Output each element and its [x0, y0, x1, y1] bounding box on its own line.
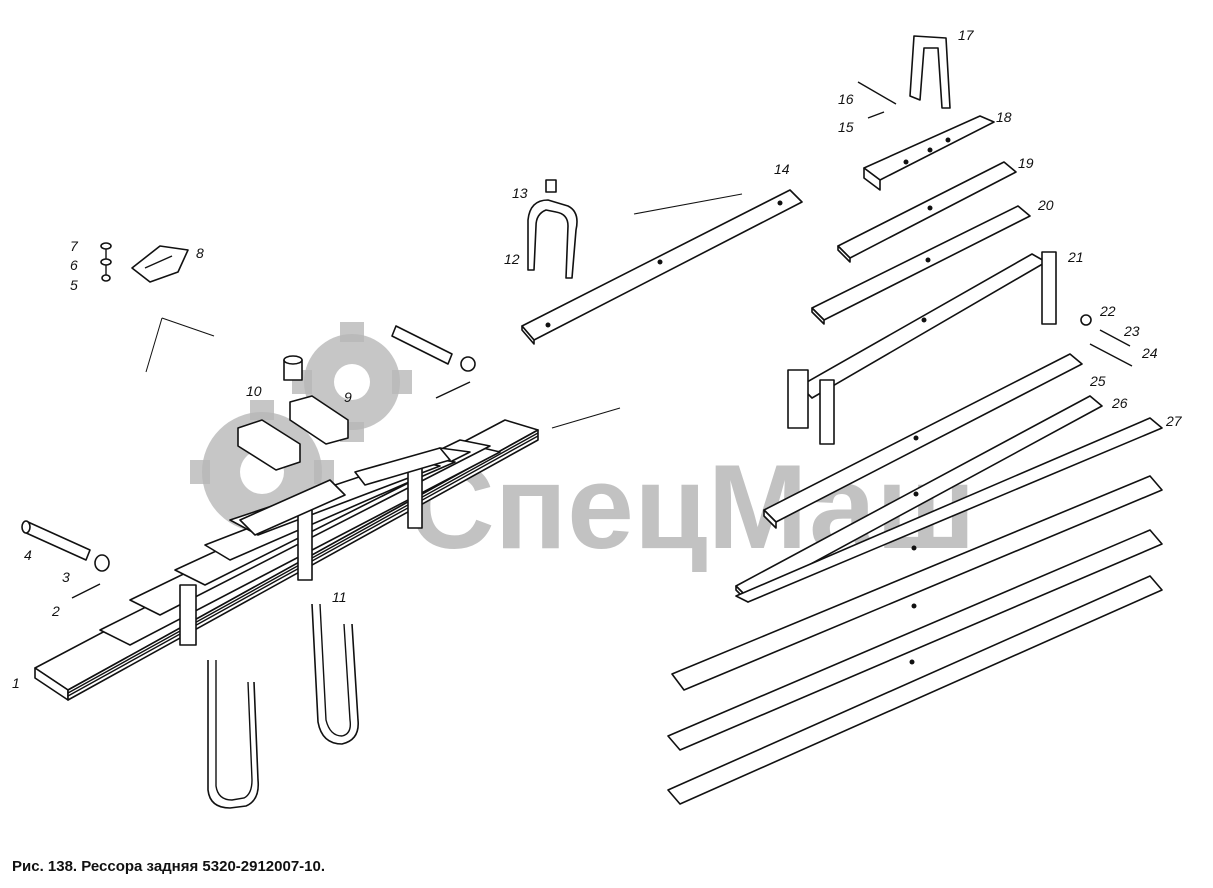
- clamp-17: [909, 35, 951, 109]
- spring-pin: [21, 520, 91, 561]
- washer: [94, 554, 110, 572]
- label-7: 7: [70, 238, 79, 254]
- cotter-pin: [71, 583, 101, 599]
- bolt-5-6-7: [100, 242, 112, 282]
- label-5: 5: [70, 277, 78, 293]
- leaf-19: [837, 161, 1017, 263]
- label-25: 25: [1089, 373, 1106, 389]
- watermark-gear-hole: [334, 364, 370, 400]
- arrow: [551, 407, 621, 429]
- label-15: 15: [838, 119, 854, 135]
- arrow: [145, 317, 163, 373]
- label-23: 23: [1123, 323, 1140, 339]
- label-9: 9: [344, 389, 352, 405]
- arrow: [633, 193, 743, 215]
- leaf-20: [811, 205, 1031, 325]
- label-12: 12: [504, 251, 520, 267]
- leaf-25: [763, 353, 1083, 529]
- label-17: 17: [958, 27, 975, 43]
- label-16: 16: [838, 91, 854, 107]
- callout-labels: 1 2 3 4 5 6 7 8 9 10 11 12 13 14 15 16 1…: [12, 27, 1183, 691]
- clip: [527, 199, 578, 279]
- label-10: 10: [246, 383, 262, 399]
- figure-caption: Рис. 138. Рессора задняя 5320-2912007-10…: [12, 858, 326, 875]
- label-19: 19: [1018, 155, 1034, 171]
- bolt-15: [867, 111, 885, 119]
- bolt-16: [857, 81, 897, 105]
- label-8: 8: [196, 245, 204, 261]
- label-18: 18: [996, 109, 1012, 125]
- label-11: 11: [332, 589, 347, 605]
- label-27: 27: [1165, 413, 1183, 429]
- clip-pin: [545, 179, 557, 193]
- label-2: 2: [51, 603, 60, 619]
- bushing-block: [237, 395, 349, 471]
- label-26: 26: [1111, 395, 1128, 411]
- shackle-pin: [391, 325, 476, 399]
- label-21: 21: [1067, 249, 1084, 265]
- label-22: 22: [1099, 303, 1116, 319]
- label-14: 14: [774, 161, 790, 177]
- leaf-27: [735, 417, 1163, 603]
- leaf-main: [667, 475, 1163, 805]
- leaf-18: [863, 115, 995, 191]
- bolts-22-24: [1080, 314, 1133, 367]
- leaf-14: [521, 189, 803, 345]
- label-24: 24: [1141, 345, 1158, 361]
- leaf-21: [787, 251, 1057, 445]
- arrow: [161, 317, 215, 337]
- nut: [283, 355, 303, 381]
- label-1: 1: [12, 675, 20, 691]
- label-13: 13: [512, 185, 528, 201]
- label-6: 6: [70, 257, 78, 273]
- u-bolt: [207, 603, 359, 809]
- spring-clamp: [179, 447, 451, 646]
- label-3: 3: [62, 569, 70, 585]
- label-4: 4: [24, 547, 32, 563]
- pad: [131, 245, 189, 283]
- label-20: 20: [1037, 197, 1054, 213]
